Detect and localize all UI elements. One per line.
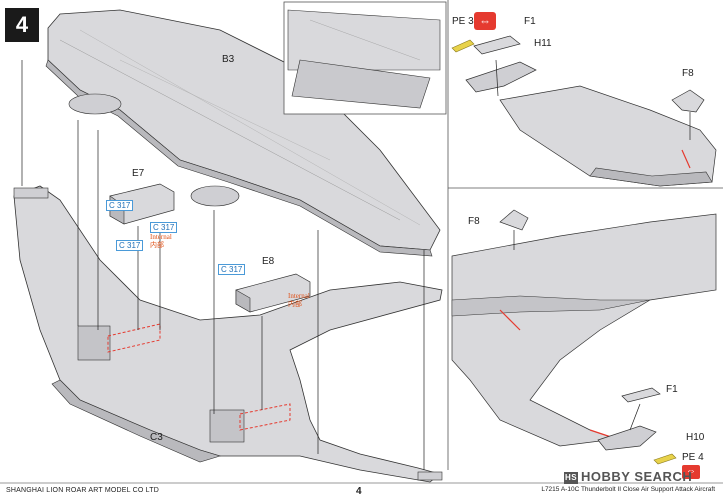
tail-wing-top [499,85,717,187]
wingtip-left [13,187,49,199]
label-e7: E7 [132,168,145,179]
label-f8-bottom: F8 [468,216,480,227]
watermark-logo-icon: HS [564,472,578,484]
wheel-well-left [77,325,111,361]
wheel-well-right [209,409,245,443]
part-h11 [465,61,537,93]
label-c3: C3 [150,432,163,443]
part-pe4 [653,453,677,465]
part-f8-top [671,89,705,113]
callout-c317-d: C 317 [218,264,246,275]
engine-pod-left [68,93,122,115]
callout-c317-a: C 317 [106,200,134,211]
label-b3: B3 [222,54,235,65]
footer-company: SHANGHAI LION ROAR ART MODEL CO LTD [6,487,159,494]
step-number-badge: 4 [5,8,39,42]
label-f1-top: F1 [524,16,536,27]
lower-wing-fillet [51,379,222,463]
label-h11: H11 [534,38,552,49]
part-f1-top [473,35,521,55]
label-e8: E8 [262,256,275,267]
footer-product: L7215 A-10C Thunderbolt II Close Air Sup… [541,486,715,493]
fuselage-lower [451,213,717,447]
footer-page-number: 4 [356,486,362,497]
assembly-guide-lines [21,60,425,470]
part-e8 [235,273,311,313]
label-h10: H10 [686,432,705,443]
label-f1-bottom: F1 [666,384,678,395]
label-f8-top: F8 [682,68,694,79]
part-f1-bottom [621,387,661,403]
double-arrow-icon: ⇔ [474,12,496,30]
callout-c317-c: C 317 [116,240,144,251]
part-h10 [597,425,657,451]
callout-c317-b: C 317 [150,222,178,233]
double-arrow-icon-bottom: ⇔ [682,465,700,479]
label-pe4: PE 4 [682,452,704,463]
label-pe3: PE 3 [452,16,474,27]
part-f8-bottom [499,209,529,231]
part-pe3 [451,39,475,53]
engine-pod-right [190,185,240,207]
wingtip-right [417,471,443,481]
step-number: 4 [15,12,29,37]
